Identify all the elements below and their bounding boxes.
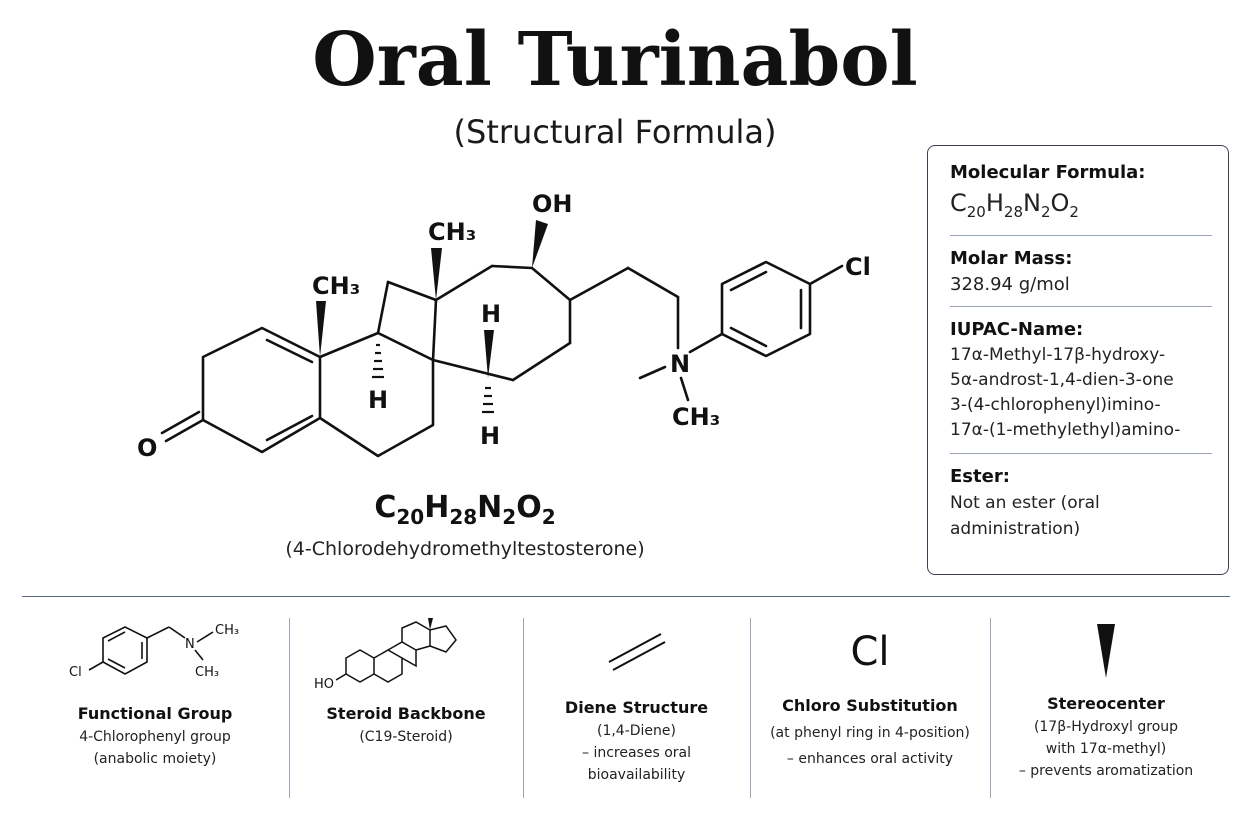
side-chain-bond xyxy=(568,266,630,302)
phenyl-ring xyxy=(720,260,812,358)
ring-bond xyxy=(386,280,438,302)
iupac-line: 17α-(1-methylethyl)amino- xyxy=(950,419,1181,440)
iupac-line: 3-(4-chlorophenyl)imino- xyxy=(950,394,1161,415)
ch3-label: CH₃ xyxy=(215,623,239,638)
structural-formula-diagram: O CH₃ CH₃ OH H H H N CH₃ Cl xyxy=(137,190,871,462)
panel-separator xyxy=(750,618,751,798)
chlorine-symbol: Cl xyxy=(850,629,890,675)
phenyl-double-bond xyxy=(729,270,768,292)
ring-bond xyxy=(434,264,494,302)
info-section-iupac: IUPAC-Name: 17α-Methyl-17β-hydroxy- 5α-a… xyxy=(950,317,1212,454)
chlorine-label: Cl xyxy=(845,253,871,281)
panel-text: (anabolic moiety) xyxy=(93,751,217,767)
ring-b-bond xyxy=(318,331,435,458)
ring-bond xyxy=(511,341,572,382)
functional-group-icon: Cl N CH₃ CH₃ xyxy=(69,623,239,680)
compound-info-box: Molecular Formula: C20H28N2O2 Molar Mass… xyxy=(927,145,1229,575)
c-cl-bond xyxy=(808,264,844,286)
section-divider xyxy=(22,596,1230,597)
n-aryl-bond xyxy=(688,332,724,354)
ester-value: Not an ester (oral administration) xyxy=(950,492,1100,539)
n-methyl-bond xyxy=(638,365,667,380)
wedge-bond-h-mid xyxy=(484,330,494,378)
molecular-formula-heading: C20H28N2O2 xyxy=(374,490,556,529)
ring-a-double-bond xyxy=(265,414,314,442)
panel-title: Diene Structure xyxy=(564,698,709,717)
carbonyl-bond xyxy=(164,418,205,443)
page-title: Oral Turinabol xyxy=(312,17,918,103)
info-section-formula: Molecular Formula: C20H28N2O2 xyxy=(950,160,1212,236)
iupac-line: 5α-androst-1,4-dien-3-one xyxy=(950,369,1174,390)
panel-text: – enhances oral activity xyxy=(786,751,954,767)
wedge-bond-ch3-top xyxy=(431,248,442,300)
nitrogen-label: N xyxy=(670,350,690,378)
panel-text: (1,4-Diene) xyxy=(596,723,676,739)
ring-bond xyxy=(431,298,438,362)
h-left-label: H xyxy=(368,386,388,414)
oh-label: OH xyxy=(532,190,573,218)
ring-bond xyxy=(490,264,534,270)
info-section-mass: Molar Mass: 328.94 g/mol xyxy=(950,246,1212,307)
panel-separator xyxy=(523,618,524,798)
panel-text: 4-Chlorophenyl group xyxy=(79,729,231,745)
panel-separator xyxy=(990,618,991,798)
iupac-line: 17α-Methyl-17β-hydroxy- xyxy=(950,344,1166,365)
wedge-bond-ch3-left xyxy=(316,301,326,357)
panel-title: Steroid Backbone xyxy=(326,704,486,723)
h-mid-bottom-label: H xyxy=(480,422,500,450)
h-mid-top-label: H xyxy=(481,300,501,328)
molecular-formula-value: C20H28N2O2 xyxy=(950,189,1079,221)
ring-a-double-bond xyxy=(265,338,314,364)
wedge-bond-oh xyxy=(532,220,548,268)
ch3-left-label: CH₃ xyxy=(312,272,360,300)
carbonyl-bond xyxy=(160,410,201,435)
panel-stereocenter: Stereocenter (17β-Hydroxyl group with 17… xyxy=(991,618,1221,798)
panel-diene-structure: Diene Structure (1,4-Diene) – increases … xyxy=(524,618,749,798)
molar-mass-value: 328.94 g/mol xyxy=(950,273,1070,295)
side-chain-bond xyxy=(626,266,680,299)
ho-label: HO xyxy=(314,677,334,692)
wedge-bond-icon xyxy=(1097,624,1115,678)
double-bond-icon xyxy=(608,633,665,671)
panel-steroid-backbone: HO Steroid Backbone (C19-Steroid) xyxy=(290,618,522,798)
panel-functional-group: Cl N CH₃ CH₃ Functional Group 4-Chloroph… xyxy=(22,618,288,798)
ch3-label: CH₃ xyxy=(195,665,219,680)
compound-synonym: (4-Chlorodehydromethyltestosterone) xyxy=(285,538,645,560)
iupac-name: 17α-Methyl-17β-hydroxy- 5α-androst-1,4-d… xyxy=(950,343,1212,453)
ch3-top-label: CH₃ xyxy=(428,218,476,246)
panel-title: Chloro Substitution xyxy=(782,696,958,715)
panel-title: Functional Group xyxy=(77,704,233,723)
molar-mass-label: Molar Mass: xyxy=(950,247,1073,269)
ring-bond xyxy=(530,266,572,302)
cl-label: Cl xyxy=(69,665,82,680)
ring-bond xyxy=(431,358,515,382)
page-subtitle: (Structural Formula) xyxy=(453,113,777,151)
ring-bond xyxy=(376,280,390,335)
oxygen-label: O xyxy=(137,434,157,462)
panel-text: with 17α-methyl) xyxy=(1045,741,1167,757)
molecular-formula-label: Molecular Formula: xyxy=(950,162,1146,183)
panel-separator xyxy=(289,618,290,798)
ring-a-bond xyxy=(201,326,322,454)
panel-text: (at phenyl ring in 4-position) xyxy=(770,725,970,741)
n-methyl-bond xyxy=(679,376,690,402)
panel-text: (C19-Steroid) xyxy=(359,729,453,745)
n-label: N xyxy=(185,637,195,652)
n-methyl-label: CH₃ xyxy=(672,403,720,431)
iupac-label: IUPAC-Name: xyxy=(950,318,1084,340)
panel-text: (17β-Hydroxyl group xyxy=(1033,719,1179,735)
steroid-backbone-icon: HO xyxy=(314,618,457,692)
panel-text: – increases oral xyxy=(582,745,691,761)
info-section-ester: Ester: Not an ester (oral administration… xyxy=(950,464,1212,542)
panel-title: Stereocenter xyxy=(1047,694,1165,713)
ester-label: Ester: xyxy=(950,465,1010,487)
panel-text: bioavailability xyxy=(587,767,686,783)
panel-chloro-substitution: Cl Chloro Substitution (at phenyl ring i… xyxy=(751,618,989,798)
phenyl-double-bond xyxy=(729,326,768,348)
panel-text: – prevents aromatization xyxy=(1018,763,1194,779)
